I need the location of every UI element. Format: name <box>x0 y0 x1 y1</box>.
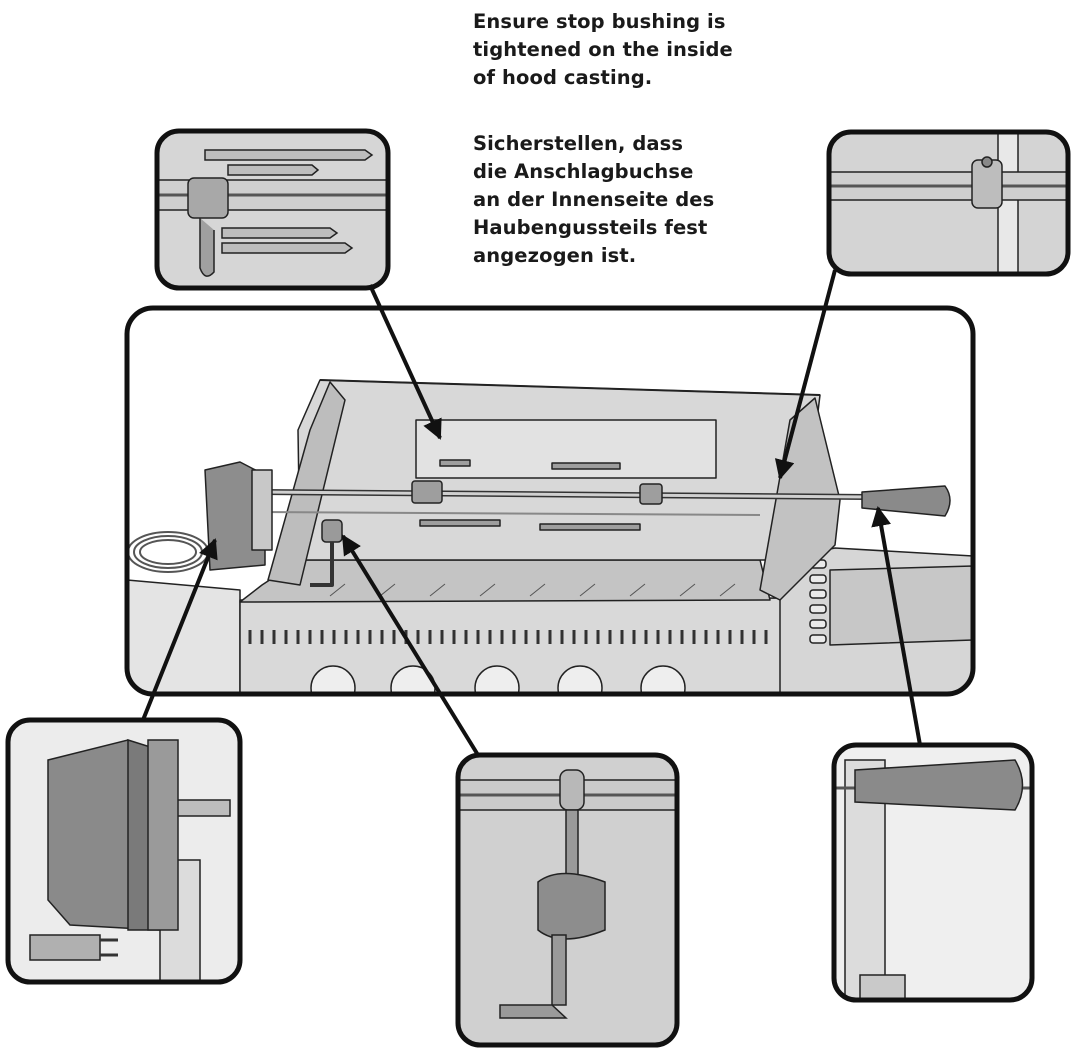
stop-bushing-detail <box>826 129 1071 277</box>
motor-detail <box>5 717 243 985</box>
handle-detail <box>831 742 1035 1003</box>
counterweight-detail <box>455 752 680 1048</box>
overview-panel <box>124 305 976 697</box>
bushing-callout-arrow <box>774 269 837 480</box>
spit-fork-detail <box>154 128 391 291</box>
instruction-text-english: Ensure stop bushing is tightened on the … <box>473 10 733 89</box>
motor-callout-arrow <box>141 538 218 721</box>
handle-callout-arrow <box>871 506 922 746</box>
fork-callout-arrow <box>368 284 442 440</box>
instruction-text-german: Sicherstellen, dass die Anschlagbuchse a… <box>473 132 715 267</box>
counterweight-callout-arrow <box>341 534 480 757</box>
